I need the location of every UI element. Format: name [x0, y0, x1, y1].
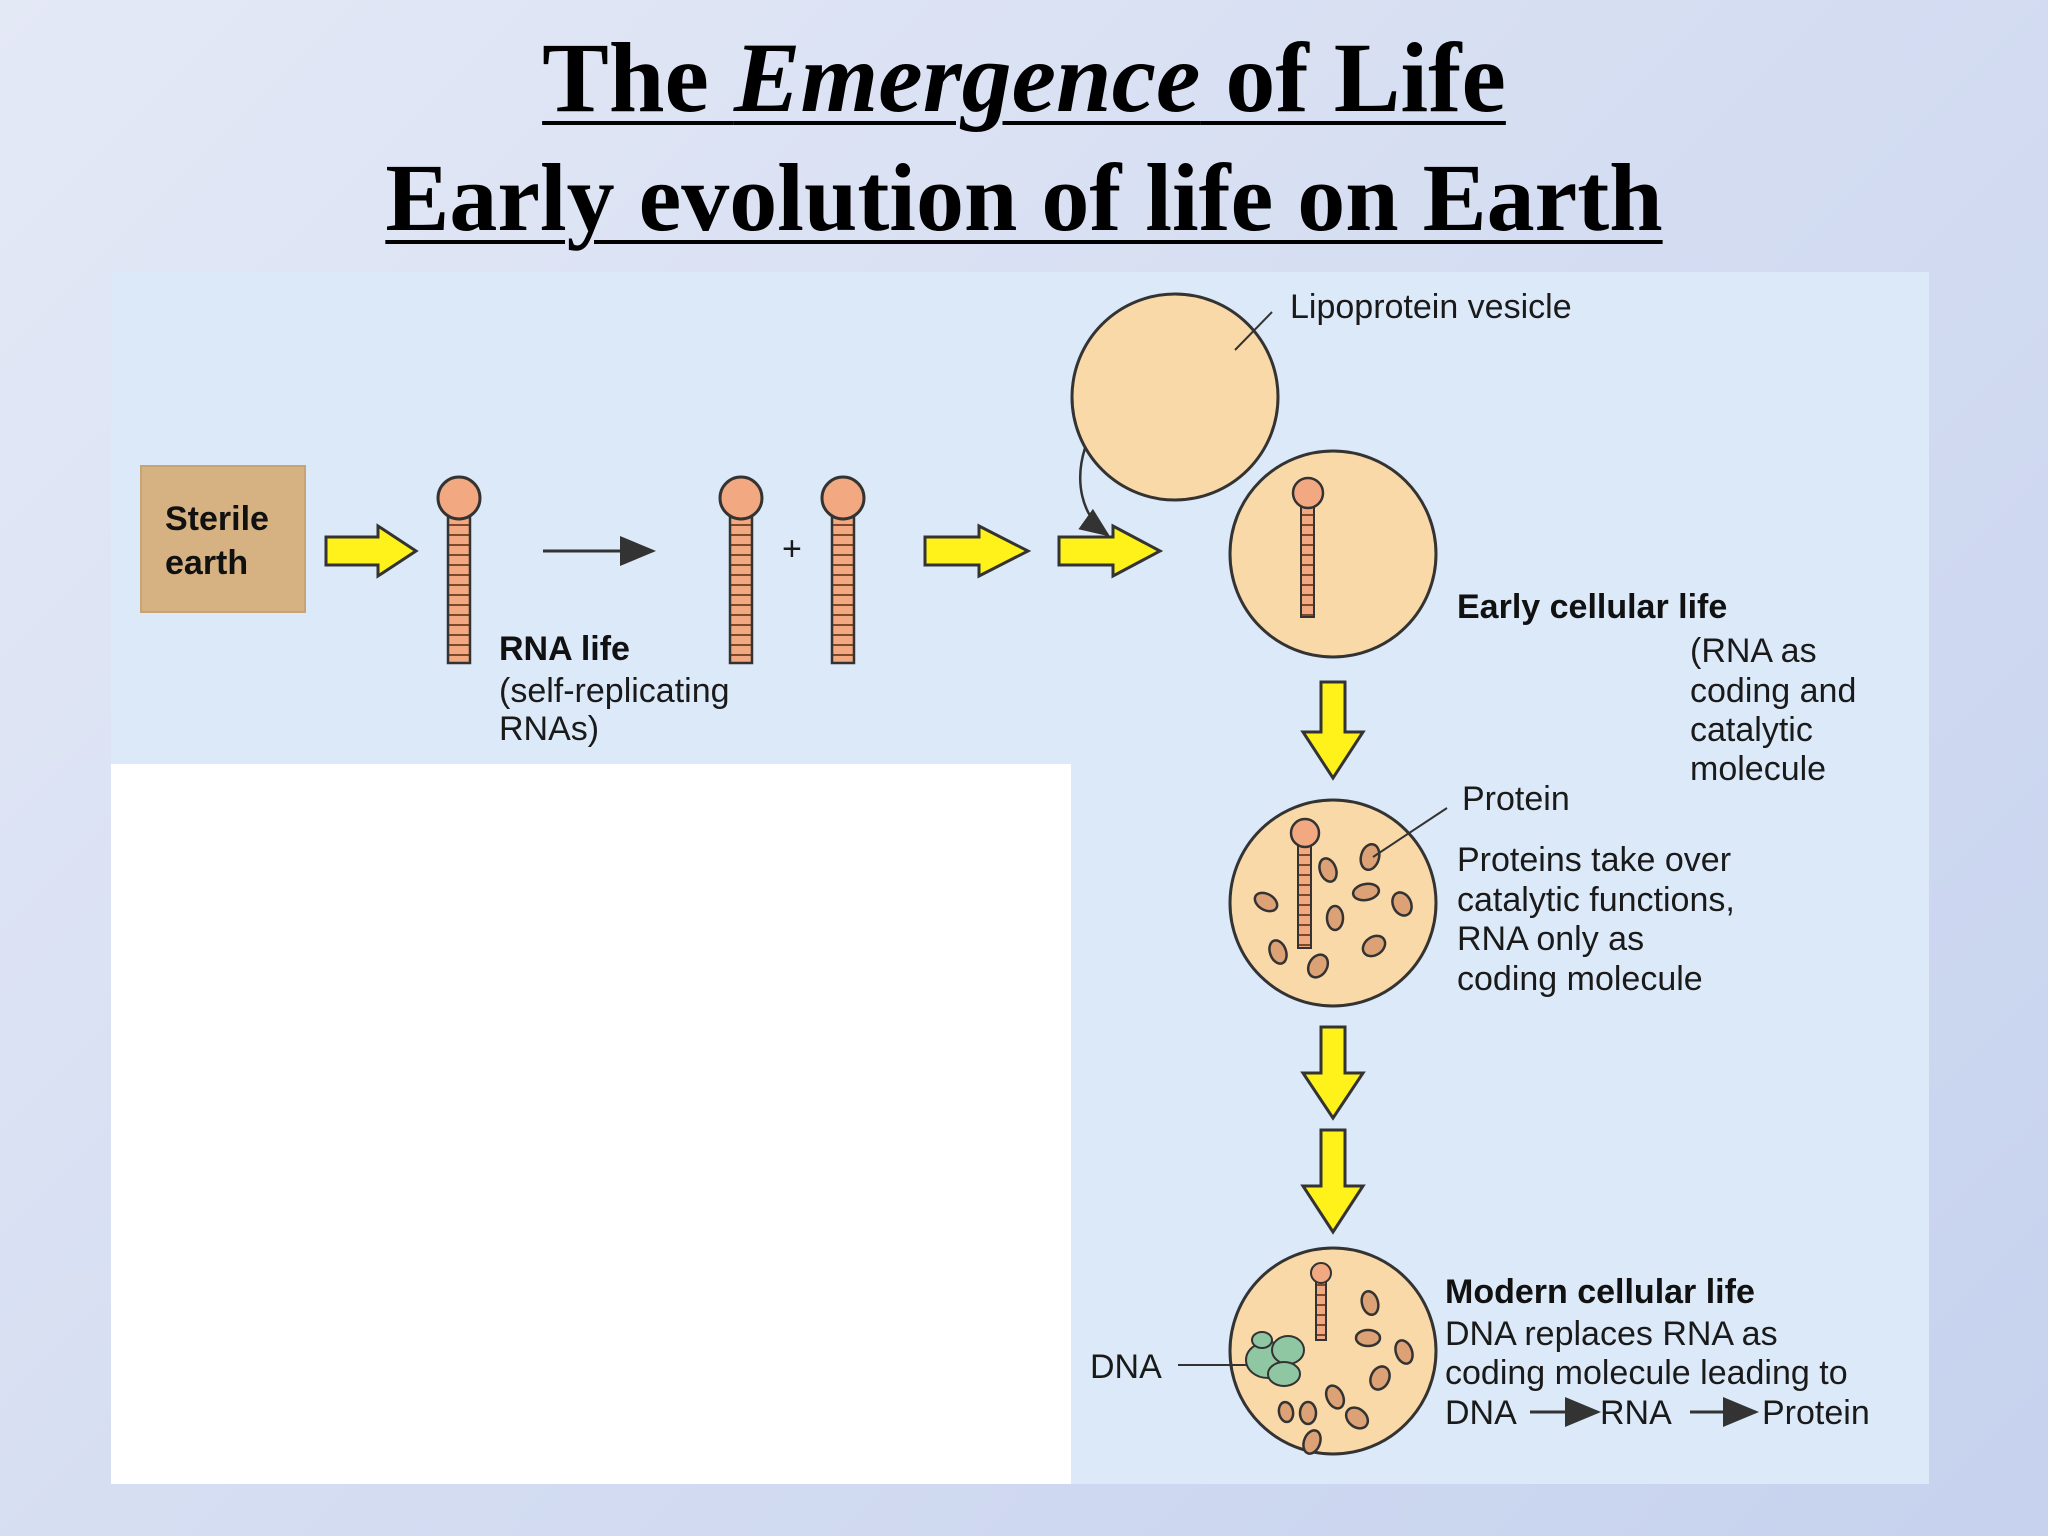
- rna-life-desc-2: RNAs): [499, 710, 599, 748]
- proteins-desc-4: coding molecule: [1457, 960, 1703, 998]
- yellow-down-arrow-icon: [1300, 1128, 1366, 1235]
- modern-cellular-title: Modern cellular life: [1445, 1273, 1755, 1311]
- rna-hairpin-icon: [1310, 1262, 1332, 1341]
- rna-life-title: RNA life: [499, 630, 630, 668]
- sterile-earth-label-2: earth: [165, 544, 248, 582]
- yellow-down-arrow-icon: [1300, 1025, 1366, 1121]
- flow-rna: RNA: [1600, 1394, 1672, 1432]
- yellow-arrow-icon: [1057, 523, 1164, 579]
- rna-life-desc-1: (self-replicating: [499, 672, 730, 710]
- early-cell-icon: [1228, 449, 1438, 659]
- early-desc-1: (RNA as: [1690, 632, 1817, 670]
- title-text-start: The: [542, 22, 734, 133]
- plus-sign: +: [782, 530, 802, 568]
- protein-particles: [1277, 1289, 1414, 1455]
- flow-dna: DNA: [1445, 1394, 1517, 1432]
- slide-title: The Emergence of Life: [0, 28, 2048, 128]
- modern-desc-1: DNA replaces RNA as: [1445, 1315, 1778, 1353]
- slide-subtitle: Early evolution of life on Earth: [385, 144, 1663, 251]
- rna-hairpin-icon: [1289, 817, 1321, 949]
- protein-leader-line: [1372, 807, 1448, 858]
- proteins-desc-2: catalytic functions,: [1457, 881, 1735, 919]
- lipoprotein-vesicle-icon: [1070, 292, 1280, 502]
- sterile-earth-label-1: Sterile: [165, 500, 269, 538]
- dna-icon: [1245, 1331, 1305, 1387]
- blank-area: [111, 764, 1071, 1484]
- proteins-desc-3: RNA only as: [1457, 920, 1644, 958]
- vesicle-leader-line: [1234, 311, 1273, 351]
- dna-label: DNA: [1090, 1348, 1162, 1386]
- yellow-arrow-icon: [324, 523, 419, 579]
- rna-hairpin-icon: [820, 475, 866, 665]
- sterile-earth-box: [140, 465, 306, 613]
- early-desc-3: catalytic: [1690, 711, 1813, 749]
- rna-hairpin-icon: [1291, 476, 1325, 618]
- rna-hairpin-icon: [718, 475, 764, 665]
- protein-label: Protein: [1462, 780, 1570, 818]
- rna-hairpin-icon: [436, 475, 482, 665]
- early-cellular-title: Early cellular life: [1457, 588, 1727, 626]
- modern-desc-2: coding molecule leading to: [1445, 1354, 1848, 1392]
- yellow-down-arrow-icon: [1300, 680, 1366, 781]
- early-desc-4: molecule: [1690, 750, 1826, 788]
- protein-particles: [1253, 842, 1413, 979]
- yellow-arrow-icon: [923, 523, 1032, 579]
- flow-protein: Protein: [1762, 1394, 1870, 1432]
- title-text-emphasis: Emergence: [733, 22, 1201, 133]
- lipoprotein-label: Lipoprotein vesicle: [1290, 288, 1572, 326]
- proteins-desc-1: Proteins take over: [1457, 841, 1731, 879]
- early-desc-2: coding and: [1690, 672, 1856, 710]
- title-text-end: of Life: [1200, 22, 1506, 133]
- curved-arrow-icon: [1078, 447, 1111, 537]
